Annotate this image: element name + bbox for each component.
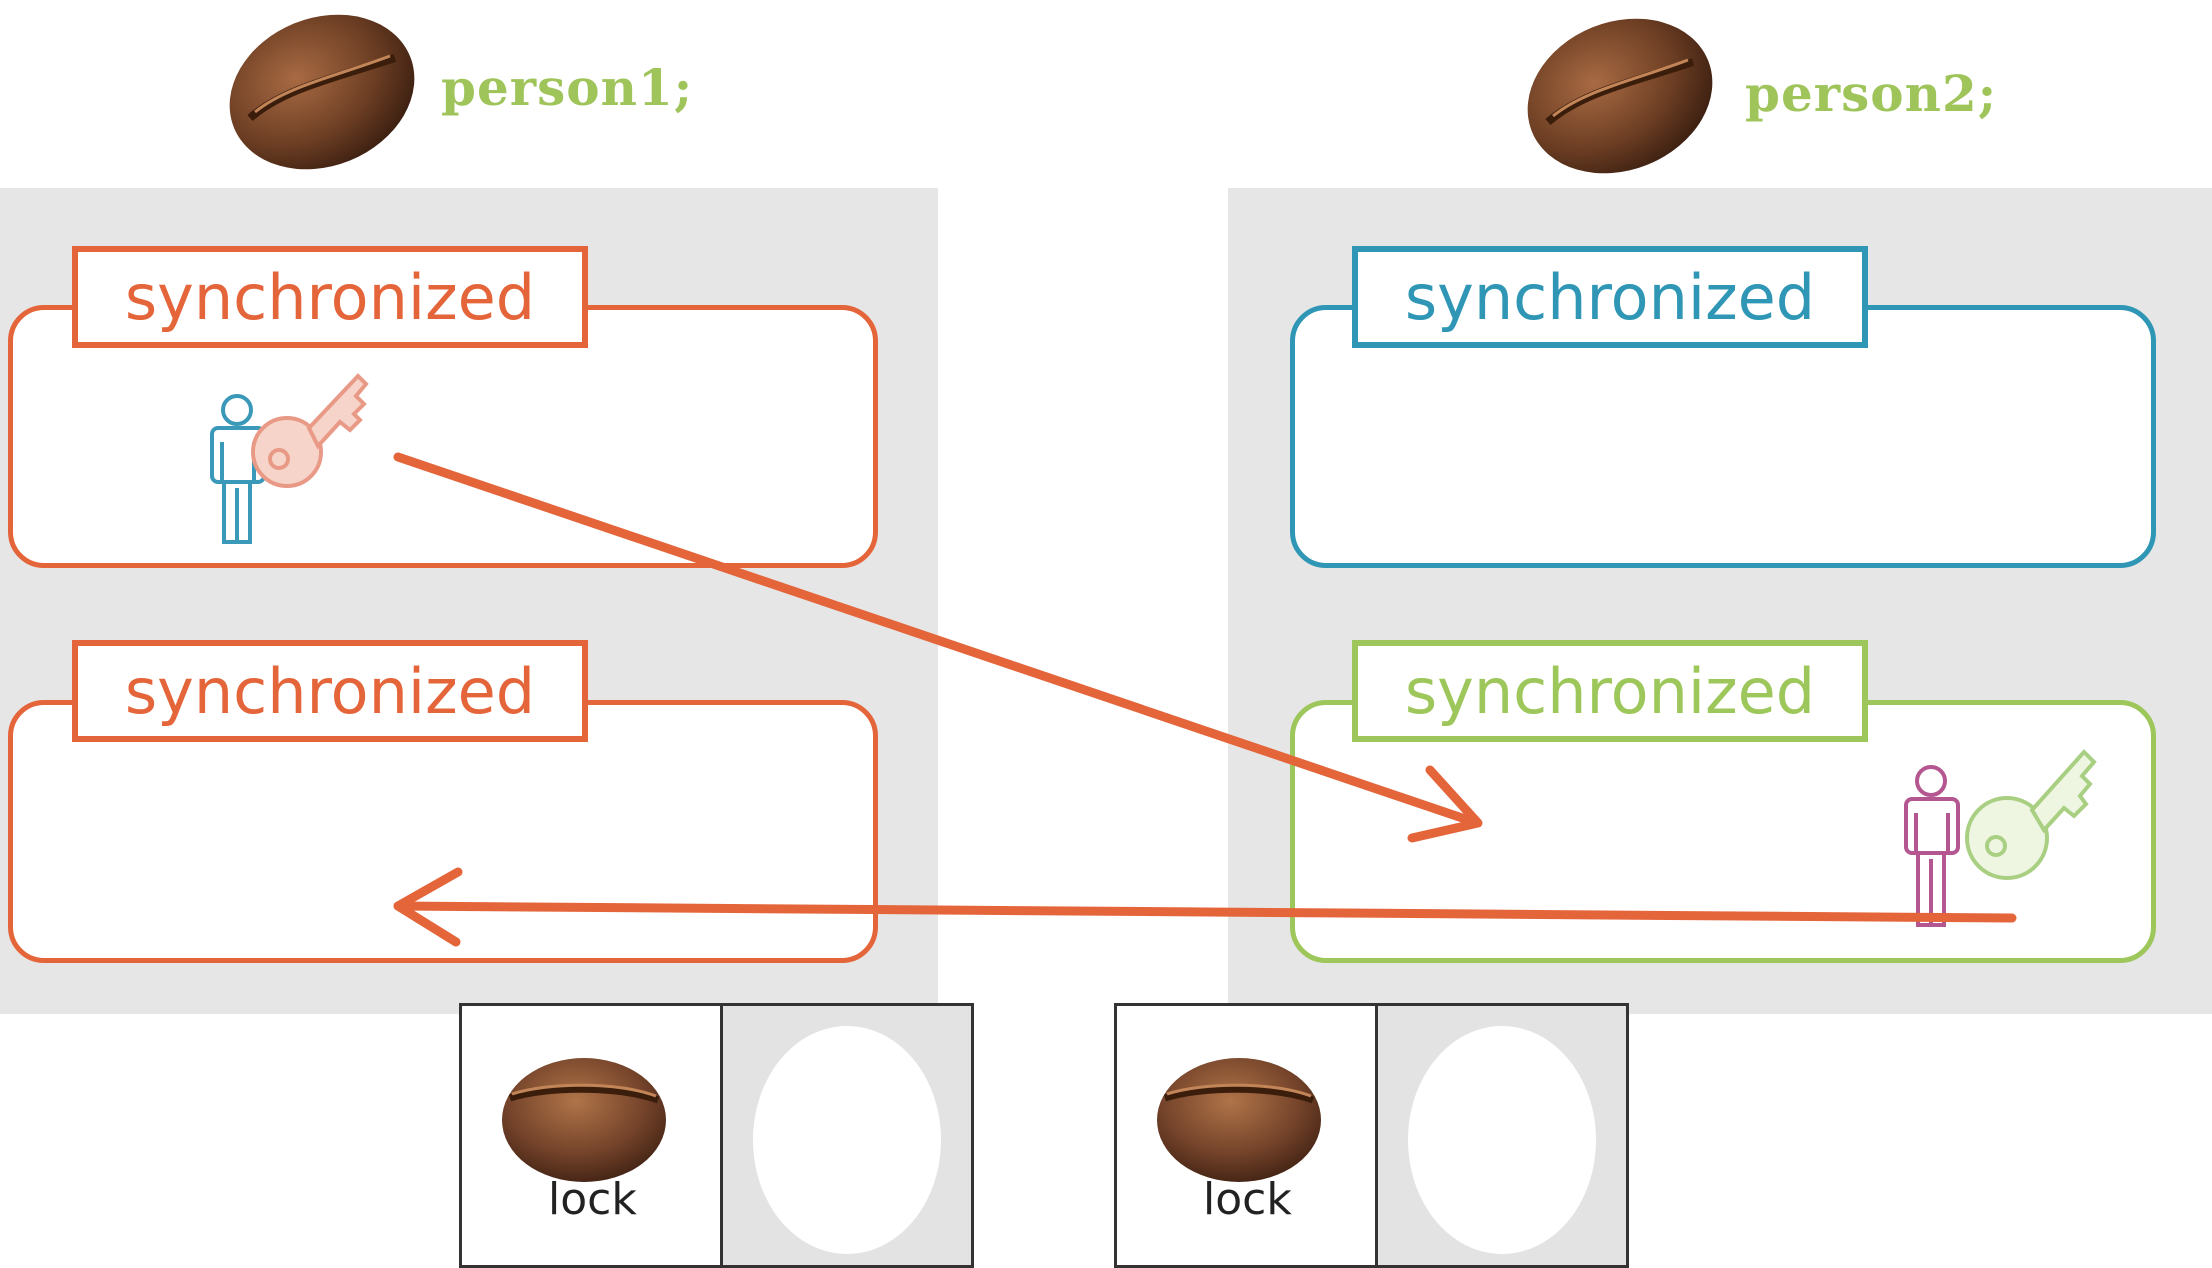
synchronized-tab: synchronized bbox=[1352, 246, 1868, 348]
coffee-bean-icon bbox=[1527, 18, 1713, 174]
lock-label: lock bbox=[1203, 1174, 1292, 1225]
object-label-person1: person1; bbox=[441, 58, 694, 117]
object-label-person2: person2; bbox=[1745, 64, 1998, 123]
key-icon bbox=[1965, 749, 2097, 880]
method-box bbox=[8, 700, 878, 963]
coffee-bean-icon bbox=[229, 14, 415, 170]
lock-label: lock bbox=[548, 1174, 637, 1225]
arrow-icon bbox=[393, 867, 2017, 947]
synchronized-tab: synchronized bbox=[1352, 640, 1868, 742]
coffee-bean-icon bbox=[502, 1058, 666, 1182]
coffee-bean-icon bbox=[1157, 1058, 1321, 1182]
lock-slot bbox=[1375, 1003, 1629, 1268]
arrow-icon bbox=[393, 452, 1483, 843]
synchronized-tab: synchronized bbox=[72, 640, 588, 742]
key-icon bbox=[251, 373, 369, 488]
synchronized-tab: synchronized bbox=[72, 246, 588, 348]
lock-slot bbox=[720, 1003, 974, 1268]
method-box bbox=[8, 305, 878, 568]
person-icon bbox=[1904, 765, 1960, 927]
method-box bbox=[1290, 305, 2156, 568]
lock-box bbox=[459, 1003, 723, 1268]
